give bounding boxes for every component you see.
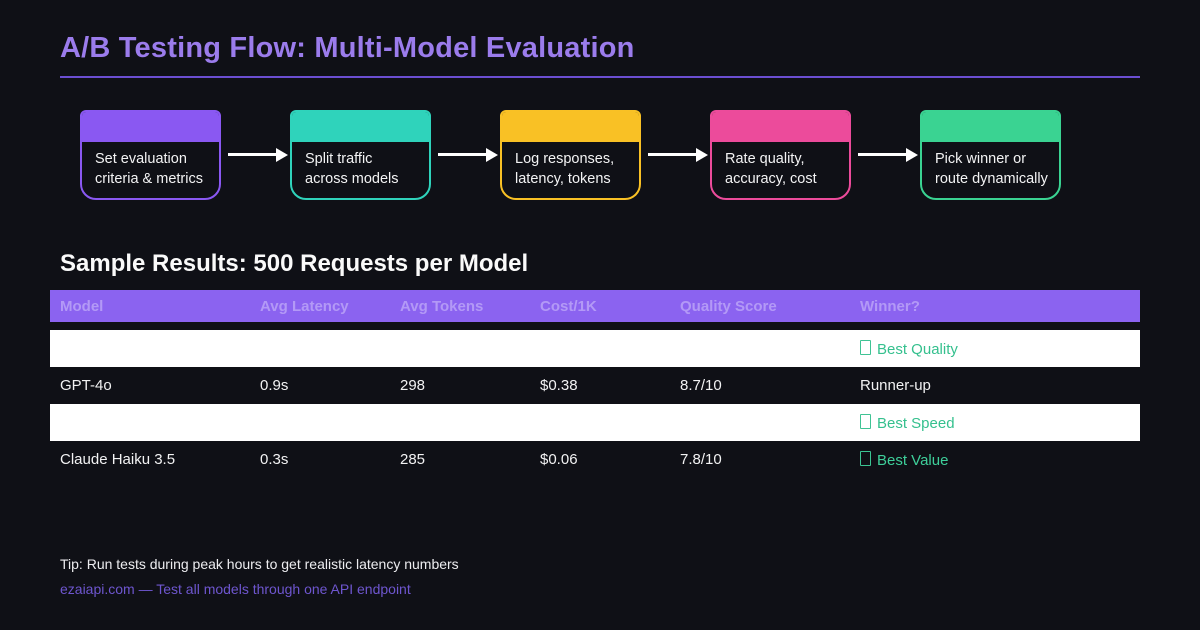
flow-step: Set evaluation criteria & metrics <box>80 110 221 200</box>
missing-glyph-icon <box>860 450 871 466</box>
flow-step-label-line1: Split traffic <box>305 151 373 167</box>
cell-cost-per-1k: $0.38 <box>540 377 578 394</box>
column-header: Quality Score <box>680 297 777 315</box>
flow-step: Rate quality, accuracy, cost <box>710 110 851 200</box>
cell-avg-tokens: 285 <box>400 451 426 468</box>
flow-step-color-bar <box>922 112 1059 142</box>
results-table: Model Avg Latency Avg Tokens Cost/1K Quality… <box>50 290 1140 478</box>
cell-winner: Runner-up <box>850 377 1140 394</box>
winner-label: Runner-up <box>860 377 931 394</box>
footer: Tip: Run tests during peak hours to get … <box>60 556 459 597</box>
flow-step-label-line1: Pick winner or <box>935 151 1027 167</box>
table-header: Model Avg Latency Avg Tokens Cost/1K Quality… <box>50 290 1140 322</box>
flow-arrow-icon <box>641 110 710 200</box>
page-title: A/B Testing Flow: Multi-Model Evaluation <box>60 32 635 64</box>
column-header: Avg Tokens <box>400 297 484 315</box>
cell-model: GPT-4o <box>60 377 112 394</box>
column-header: Winner? <box>860 297 920 315</box>
flow-step-label-line2: latency, tokens <box>515 171 611 187</box>
table-row: GPT-4o 0.9s 298 $0.38 8.7/10 Runner-up <box>50 367 1140 404</box>
flow-arrow-icon <box>431 110 500 200</box>
winner-label: Best Value <box>877 451 949 469</box>
cell-avg-latency: 0.9s <box>260 377 289 394</box>
title-underline <box>60 76 1140 78</box>
flow-step-label-line2: route dynamically <box>935 171 1048 187</box>
table-row: Best Quality <box>50 330 1140 367</box>
footer-tip: Tip: Run tests during peak hours to get … <box>60 556 459 572</box>
flow-step-label: Set evaluation criteria & metrics <box>82 142 219 198</box>
flow-step-label-line1: Rate quality, <box>725 151 805 167</box>
cell-winner: Best Value <box>850 450 1140 469</box>
footer-link[interactable]: ezaiapi.com — Test all models through on… <box>60 581 411 597</box>
cell-avg-latency: 0.3s <box>260 451 289 468</box>
flow-step-label-line2: accuracy, cost <box>725 171 817 187</box>
cell-quality-score: 7.8/10 <box>680 451 722 468</box>
flow-step: Pick winner or route dynamically <box>920 110 1061 200</box>
flow-step-label: Pick winner or route dynamically <box>922 142 1059 198</box>
flow-step-label-line1: Log responses, <box>515 151 615 167</box>
flow-step-label: Log responses, latency, tokens <box>502 142 639 198</box>
flow-step-label: Split traffic across models <box>292 142 429 198</box>
flow-arrow-icon <box>221 110 290 200</box>
winner-label: Best Quality <box>877 340 958 358</box>
flow-step-color-bar <box>82 112 219 142</box>
table-row: Claude Haiku 3.5 0.3s 285 $0.06 7.8/10 B… <box>50 441 1140 478</box>
flow-arrow-icon <box>851 110 920 200</box>
flow-step: Log responses, latency, tokens <box>500 110 641 200</box>
cell-winner: Best Speed <box>850 413 1140 432</box>
flow-step-label-line2: criteria & metrics <box>95 171 203 187</box>
results-heading: Sample Results: 500 Requests per Model <box>60 250 529 277</box>
cell-quality-score: 8.7/10 <box>680 377 722 394</box>
column-header: Cost/1K <box>540 297 597 315</box>
flow-diagram: Set evaluation criteria & metrics Split … <box>80 110 1061 200</box>
missing-glyph-icon <box>860 413 871 429</box>
cell-avg-tokens: 298 <box>400 377 426 394</box>
flow-step-label-line1: Set evaluation <box>95 151 187 167</box>
column-header: Model <box>60 297 104 315</box>
flow-step-color-bar <box>502 112 639 142</box>
flow-step-color-bar <box>712 112 849 142</box>
cell-winner: Best Quality <box>850 339 1140 358</box>
flow-step: Split traffic across models <box>290 110 431 200</box>
flow-step-label: Rate quality, accuracy, cost <box>712 142 849 198</box>
column-header: Avg Latency <box>260 297 349 315</box>
winner-label: Best Speed <box>877 414 955 432</box>
cell-model: Claude Haiku 3.5 <box>60 451 176 468</box>
cell-cost-per-1k: $0.06 <box>540 451 578 468</box>
table-body: Best Quality GPT-4o 0.9s 298 $0.38 8.7/1… <box>50 330 1140 478</box>
missing-glyph-icon <box>860 339 871 355</box>
title-block: A/B Testing Flow: Multi-Model Evaluation <box>60 32 1140 78</box>
flow-step-color-bar <box>292 112 429 142</box>
table-row: Best Speed <box>50 404 1140 441</box>
flow-step-label-line2: across models <box>305 171 399 187</box>
